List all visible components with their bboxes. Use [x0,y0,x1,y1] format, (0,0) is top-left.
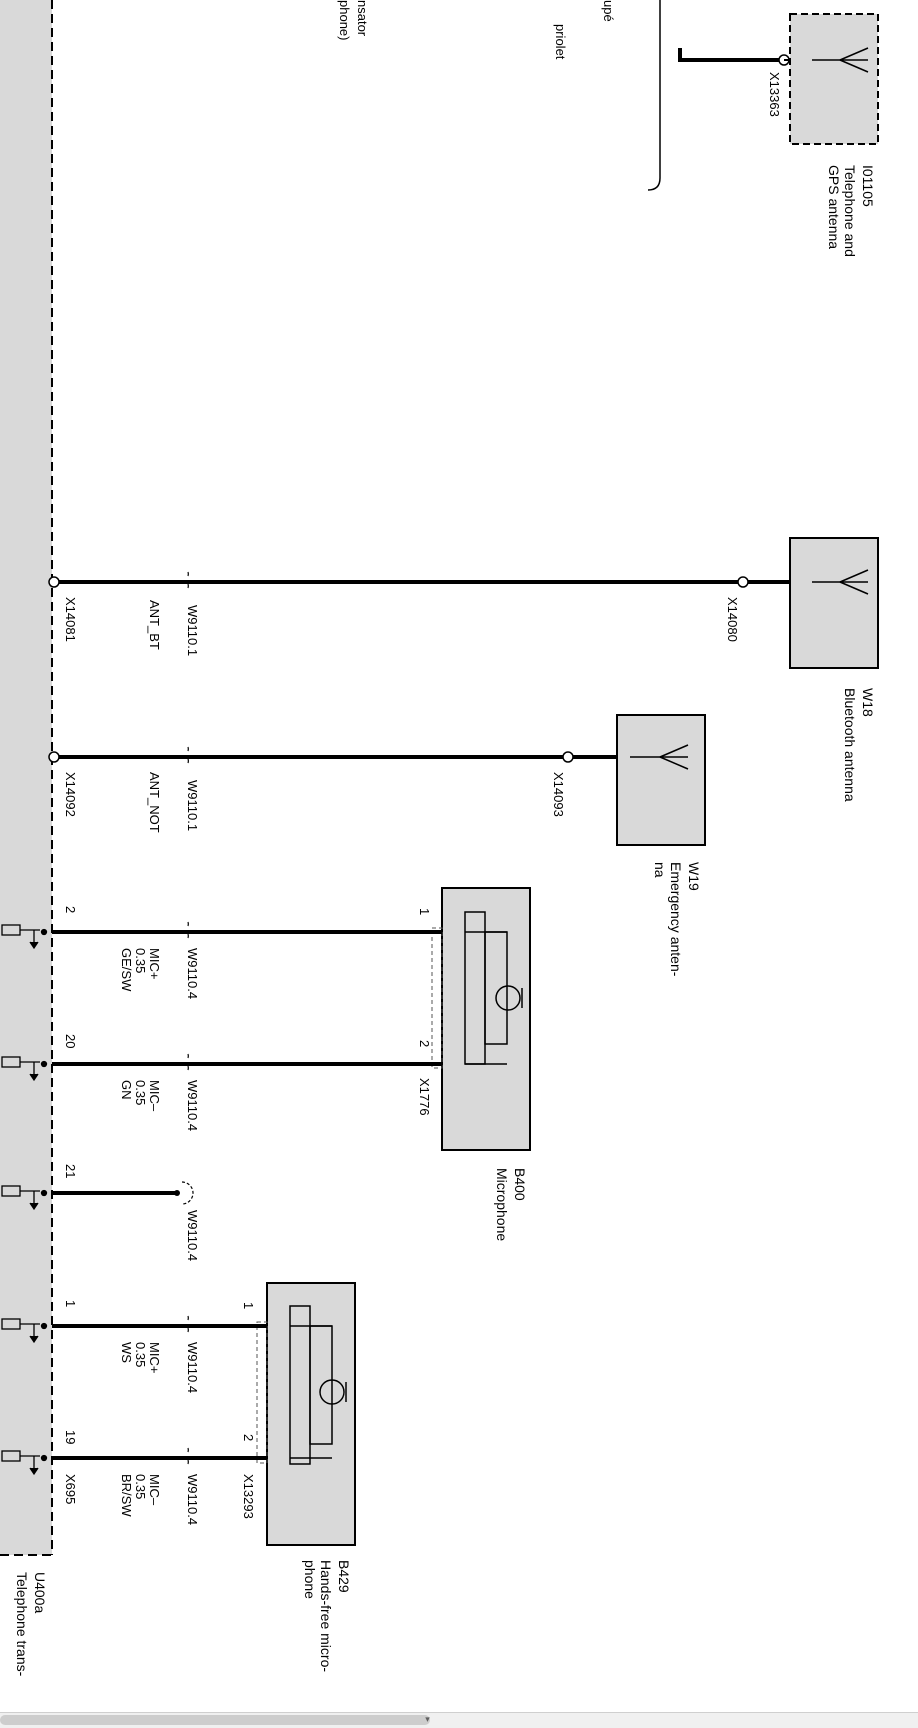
wire-size: 0.35 [132,1080,148,1105]
component-id-b429: B429 [336,1560,352,1593]
partial-text: phone) [336,0,352,40]
component-name-w18: Bluetooth antenna [842,688,858,802]
module-pin: 2 [62,906,78,913]
spare-end-dot [174,1190,180,1196]
component-id-w18: W18 [860,688,876,717]
connector-label-x695: X695 [62,1474,78,1504]
connector-x13293-dashed [257,1322,267,1463]
harness-label: W9110.1 [184,605,200,656]
module-u400a-body [0,0,52,1555]
signal-label-ant-bt: ANT_BT [146,600,162,650]
harness-label: W9110.4 [184,1474,200,1525]
signal-label: MIC+ [146,1342,162,1373]
partial-text: priolet [552,24,568,59]
connector-label-x1776: X1776 [416,1078,432,1116]
connector-label-x13293: X13293 [240,1474,256,1519]
wire-size: 0.35 [132,1474,148,1499]
harness-label: W9110.1 [184,780,200,831]
scrollbar-thumb[interactable] [0,1715,430,1725]
harness-label: W9110.4 [184,1080,200,1131]
module-pin: 20 [62,1034,78,1048]
bluetooth-antenna-box [790,538,878,668]
partial-text: nsator [354,0,370,36]
connector-label-x13363: X13363 [766,72,782,117]
wire-size: 0.35 [132,948,148,973]
signal-label: MIC+ [146,948,162,979]
scroll-arrow-icon[interactable]: ▾ [420,1713,435,1728]
harness-label: W9110.4 [184,1342,200,1393]
spare-end-dashed [182,1182,193,1204]
wire-color: WS [118,1342,134,1363]
component-name-i01105: Telephone and GPS antenna [826,165,858,257]
component-id-b400: B400 [512,1168,528,1201]
wire-gps-antenna [680,48,784,60]
variant-bracket [648,0,660,190]
connector-x14092-pin [49,752,59,762]
partial-text: upé [600,0,616,22]
module-pin: 21 [62,1164,78,1178]
harness-label: W9110.4 [184,1210,200,1261]
component-pin: 2 [416,1040,432,1047]
harness-label: W9110.4 [184,948,200,999]
wire-color: GN [118,1080,134,1100]
microphone-box [442,888,530,1150]
signal-label: MIC– [146,1080,162,1111]
connector-label-x14081: X14081 [62,597,78,642]
component-id-w19: W19 [686,862,702,891]
connector-label-x14093: X14093 [550,772,566,817]
horizontal-scrollbar[interactable]: ▾ [0,1712,918,1728]
signal-label-ant-not: ANT_NOT [146,772,162,833]
telephone-gps-antenna-box [790,14,878,144]
component-pin: 1 [416,908,432,915]
wire-color: GE/SW [118,948,134,991]
connector-x14093-pin [563,752,573,762]
signal-label: MIC– [146,1474,162,1505]
module-name-u400a: Telephone trans- [14,1572,30,1676]
component-pin: 1 [240,1302,256,1309]
module-pin: 1 [62,1300,78,1307]
connector-x14080-pin [738,577,748,587]
emergency-antenna-box [617,715,705,845]
component-name-w19: Emergency anten- na [652,862,684,976]
module-id-u400a: U400a [32,1572,48,1613]
connector-x14081-pin [49,577,59,587]
connector-x1776-dashed [432,928,442,1068]
component-name-b400: Microphone [494,1168,510,1241]
connector-label-x14080: X14080 [724,597,740,642]
wire-size: 0.35 [132,1342,148,1367]
connector-label-x14092: X14092 [62,772,78,817]
handsfree-microphone-box [267,1283,355,1545]
component-id-i01105: I01105 [860,165,876,207]
module-pin: 19 [62,1430,78,1444]
wire-color: BR/SW [118,1474,134,1517]
component-name-b429: Hands-free micro- phone [302,1560,334,1672]
component-pin: 2 [240,1434,256,1441]
